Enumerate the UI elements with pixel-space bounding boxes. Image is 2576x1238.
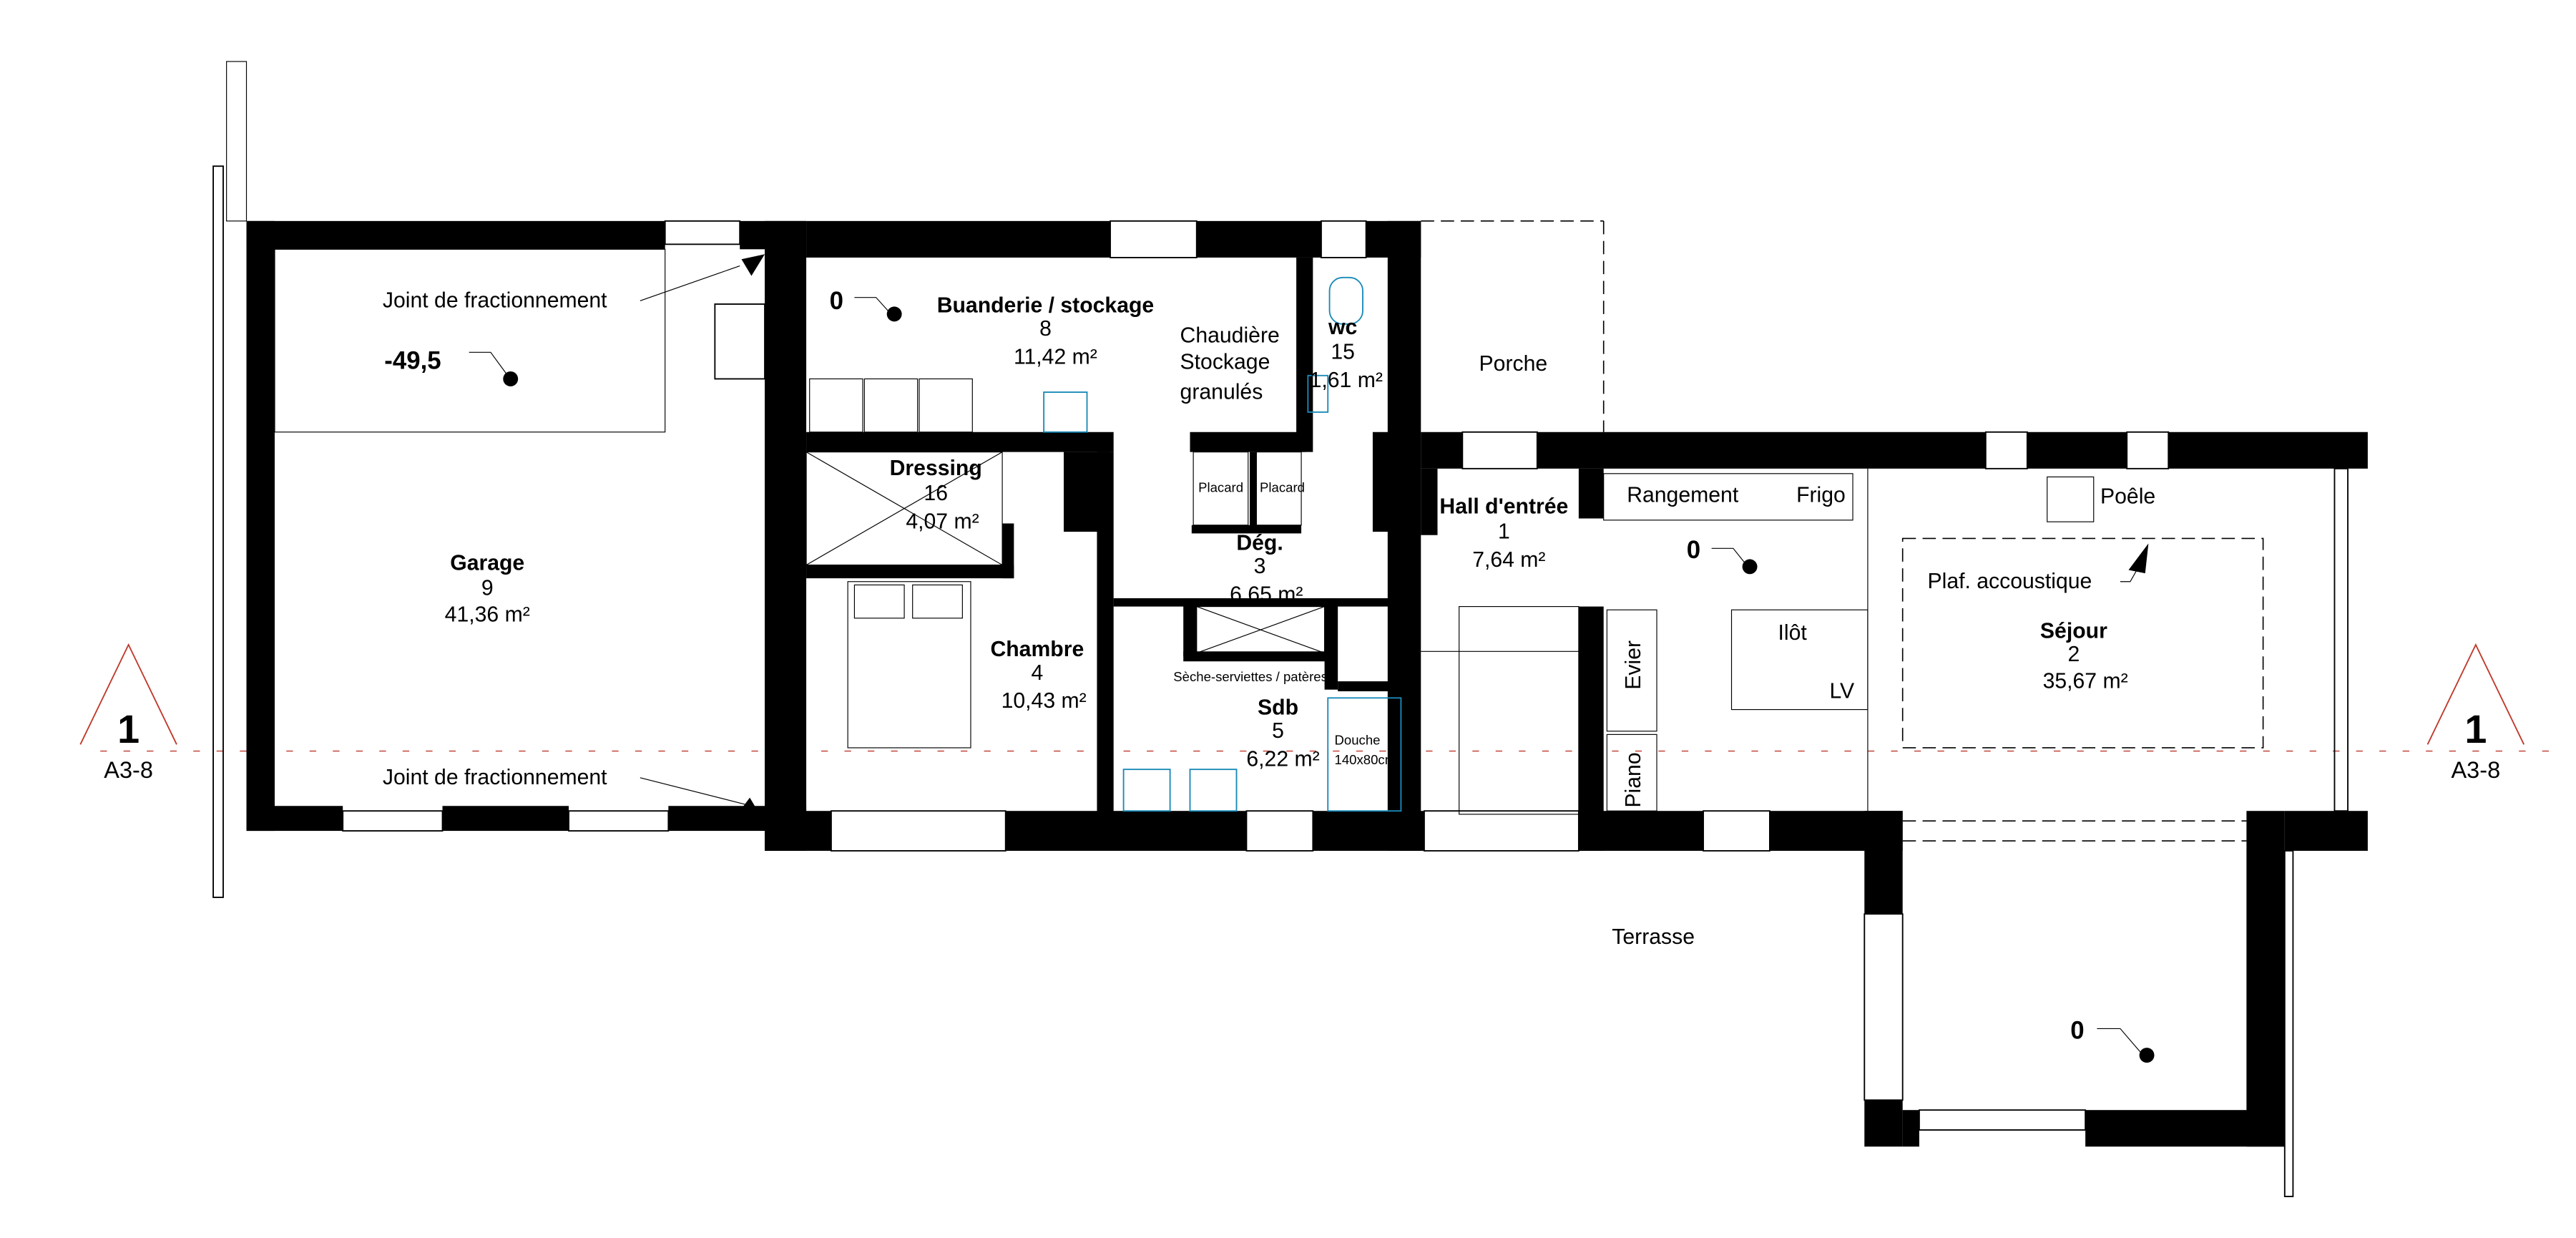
- level-point-icon: [503, 371, 519, 386]
- furniture: [805, 378, 2095, 815]
- level-point-icon: [2139, 1048, 2155, 1063]
- acoustic-ceiling-zone: [1901, 537, 2264, 749]
- frigo-label: Frigo: [1796, 483, 1846, 507]
- room-area: 4,07 m²: [906, 510, 979, 533]
- room-name: Dég.: [1236, 532, 1283, 555]
- laundry-sink-icon: [1043, 391, 1088, 433]
- room-area: 1,61 m²: [1310, 369, 1383, 392]
- annotations: Joint de fractionnement Joint de fractio…: [383, 254, 2155, 1063]
- room-name: Séjour: [2040, 620, 2107, 643]
- room-buanderie[interactable]: Buanderie / stockage 8 11,42 m²: [937, 294, 1155, 369]
- room-area: 41,36 m²: [445, 603, 530, 626]
- chaudiere-label: Chaudière: [1180, 323, 1280, 347]
- room-name: Dressing: [890, 457, 982, 480]
- douche-label: Douche: [1335, 732, 1381, 747]
- lv-label: LV: [1830, 679, 1855, 703]
- room-number: 9: [481, 576, 494, 600]
- room-chambre[interactable]: Chambre 4 10,43 m²: [990, 638, 1086, 713]
- poele-label: Poêle: [2100, 485, 2155, 509]
- room-name: Buanderie / stockage: [937, 294, 1155, 318]
- room-area: 11,42 m²: [1014, 346, 1097, 369]
- shower-tray-icon: [1327, 697, 1402, 812]
- placard-label: Placard: [1198, 479, 1243, 494]
- room-garage[interactable]: Garage 9 41,36 m²: [445, 551, 530, 626]
- level-marker-hall: 0: [1687, 536, 1700, 564]
- room-sdb[interactable]: Sdb 5 6,22 m²: [1246, 696, 1319, 771]
- room-degagement[interactable]: Dég. 3 6,65 m²: [1230, 532, 1303, 607]
- section-marker-left[interactable]: 1 A3-8: [79, 643, 177, 783]
- porche-label: Porche: [1479, 352, 1548, 376]
- ilot-label: Ilôt: [1778, 621, 1808, 645]
- room-number: 2: [2067, 643, 2080, 666]
- section-sheet: A3-8: [2452, 757, 2501, 783]
- room-number: 4: [1031, 661, 1043, 685]
- toilet-icon: [1328, 276, 1363, 325]
- level-marker-terrasse: 0: [2070, 1016, 2084, 1044]
- handbasin-icon: [1307, 374, 1329, 413]
- chaudiere-label: granulés: [1180, 380, 1263, 404]
- room-number: 1: [1498, 520, 1510, 543]
- chaudiere-label: Stockage: [1180, 351, 1270, 374]
- room-area: 35,67 m²: [2043, 669, 2128, 693]
- room-area: 10,43 m²: [1001, 689, 1087, 713]
- room-number: 16: [924, 482, 948, 505]
- room-hall[interactable]: Hall d'entrée 1 7,64 m²: [1439, 495, 1568, 572]
- room-name: Chambre: [990, 638, 1084, 661]
- section-number: 1: [117, 707, 139, 751]
- windows: [342, 220, 2170, 852]
- section-number: 1: [2464, 707, 2487, 751]
- room-number: 15: [1331, 341, 1355, 364]
- rangement-label: Rangement: [1627, 483, 1739, 507]
- douche-label: 140x80cm: [1335, 752, 1396, 767]
- room-name: Hall d'entrée: [1439, 495, 1568, 519]
- placard-label: Placard: [1260, 479, 1305, 494]
- level-marker-garage: -49,5: [384, 347, 441, 375]
- room-name: Sdb: [1258, 696, 1298, 720]
- room-number: 5: [1272, 719, 1284, 743]
- room-number: 8: [1039, 317, 1052, 341]
- washbasin-icon: [1122, 769, 1171, 812]
- seche-serviettes-label: Sèche-serviettes / patères: [1173, 669, 1328, 684]
- joint-label-bottom: Joint de fractionnement: [383, 766, 607, 789]
- level-point-icon: [1742, 559, 1758, 575]
- room-name: wc: [1328, 316, 1357, 339]
- room-number: 3: [1254, 555, 1266, 578]
- room-area: 6,65 m²: [1230, 583, 1303, 607]
- garage-slab-joint: [274, 248, 666, 433]
- room-name: Garage: [450, 551, 524, 575]
- joint-label-top: Joint de fractionnement: [383, 289, 607, 313]
- room-dressing[interactable]: Dressing 16 4,07 m²: [890, 457, 982, 533]
- plafond-label: Plaf. accoustique: [1928, 570, 2092, 593]
- room-area: 6,22 m²: [1246, 748, 1319, 771]
- evier-label: Evier: [1622, 640, 1645, 690]
- piano-label: Piano: [1622, 752, 1645, 807]
- level-point-icon: [886, 306, 902, 322]
- room-wc[interactable]: wc 15 1,61 m²: [1310, 316, 1383, 392]
- sanitary-fixtures: [1043, 276, 1402, 812]
- section-marker-right[interactable]: 1 A3-8: [2426, 643, 2525, 783]
- room-area: 7,64 m²: [1472, 548, 1545, 572]
- tgbt-label: TGBT: [1381, 483, 1396, 519]
- walls: [212, 61, 2368, 1197]
- terrasse-label: Terrasse: [1612, 925, 1695, 949]
- section-sheet: A3-8: [104, 757, 153, 783]
- level-marker-buanderie: 0: [830, 287, 843, 315]
- washbasin-icon: [1189, 769, 1238, 812]
- room-sejour[interactable]: Séjour 2 35,67 m²: [2040, 620, 2128, 693]
